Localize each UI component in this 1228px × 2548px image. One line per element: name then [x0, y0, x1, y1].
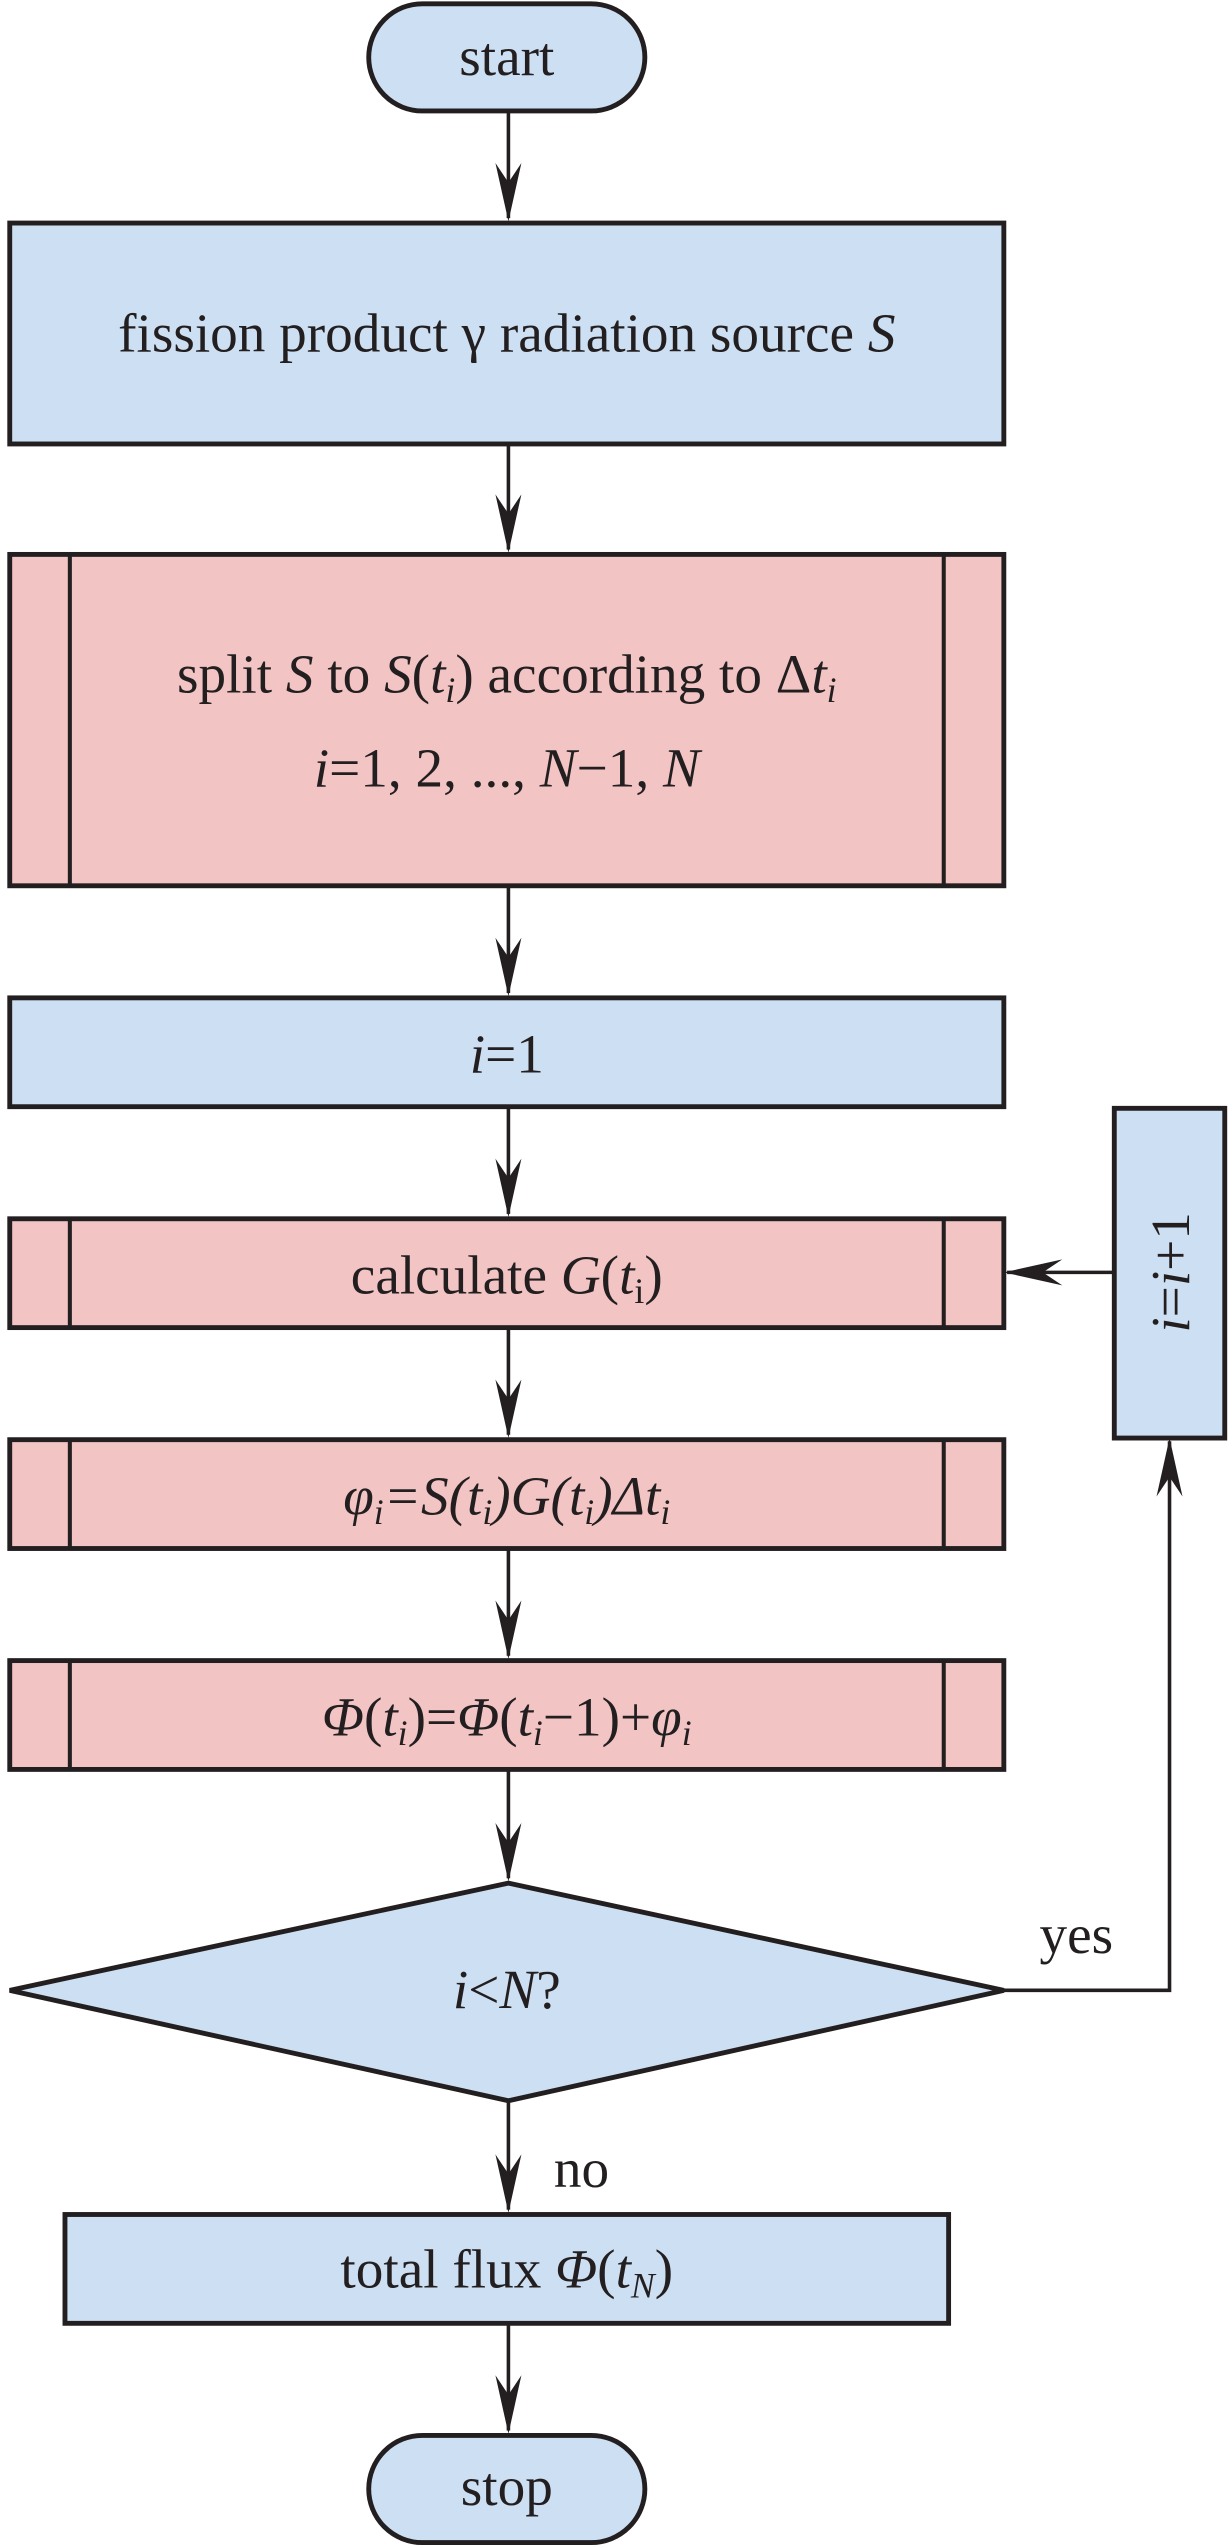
- arrowhead-icon: [495, 2375, 522, 2434]
- arrowhead-icon: [495, 1600, 522, 1659]
- connectors: [495, 110, 1183, 2434]
- phi-i-label: φi=S(ti)G(ti)Δti: [343, 1465, 670, 1532]
- split-label-line1: split S to S(ti) according to Δti: [177, 643, 837, 710]
- arrowhead-icon: [495, 162, 522, 222]
- yes-label: yes: [1040, 1904, 1114, 1965]
- decision-label: i<N?: [453, 1959, 561, 2020]
- init-node: i=1: [7, 995, 1007, 1110]
- arrowhead-icon: [495, 1158, 522, 1218]
- arrowhead-icon: [495, 2154, 522, 2213]
- total-label: total flux Φ(tN): [340, 2239, 673, 2306]
- arrowhead-icon: [495, 1379, 522, 1439]
- arrowhead-icon: [495, 937, 522, 997]
- increment-label: i=i+1: [1140, 1212, 1201, 1333]
- calc-g-node: calculate G(ti): [7, 1216, 1007, 1331]
- stop-label: stop: [461, 2456, 553, 2517]
- edge-decision-increment: [1003, 1441, 1172, 1993]
- source-label: fission product γ radiation source S: [118, 302, 895, 363]
- split-label-line2: i=1, 2, ..., N−1, N: [314, 738, 703, 799]
- increment-node: i=i+1: [1111, 1105, 1228, 1441]
- init-label: i=1: [470, 1024, 544, 1085]
- start-node: start: [366, 1, 648, 114]
- arrowhead-icon: [1003, 1259, 1063, 1286]
- arrowhead-icon: [1156, 1438, 1183, 1497]
- source-node: fission product γ radiation source S: [7, 220, 1007, 447]
- total-node: total flux Φ(tN): [62, 2212, 952, 2326]
- calc-g-label: calculate G(ti): [351, 1244, 663, 1311]
- no-label: no: [554, 2138, 609, 2199]
- phi-cum-node: Φ(ti)=Φ(ti−1)+φi: [7, 1658, 1007, 1772]
- split-node: split S to S(ti) according to Δti i=1, 2…: [7, 551, 1007, 889]
- phi-cum-label: Φ(ti)=Φ(ti−1)+φi: [322, 1686, 692, 1753]
- phi-i-node: φi=S(ti)G(ti)Δti: [7, 1437, 1007, 1551]
- stop-node: stop: [366, 2432, 648, 2546]
- start-label: start: [459, 26, 555, 87]
- decision-node: i<N?: [9, 1880, 1005, 2104]
- arrowhead-icon: [495, 494, 522, 553]
- arrowhead-icon: [495, 1823, 522, 1882]
